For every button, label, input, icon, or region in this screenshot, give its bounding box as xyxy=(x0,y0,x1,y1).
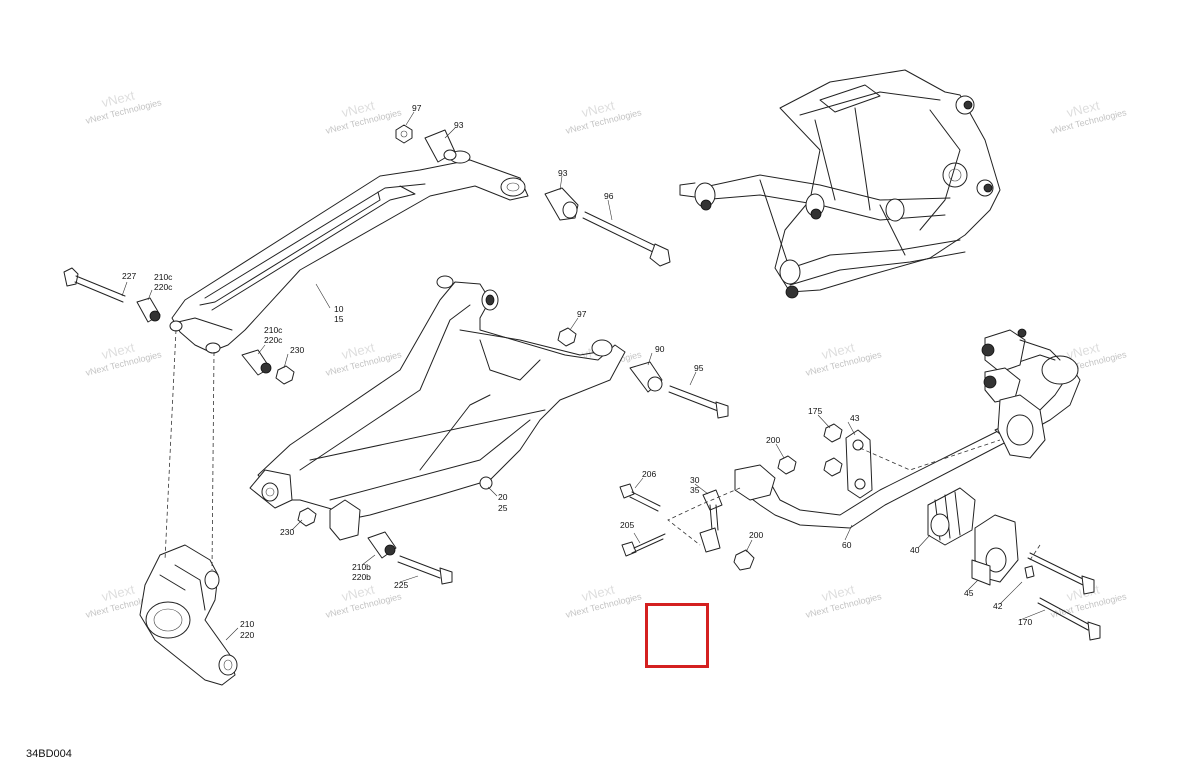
part-label-230: 230 xyxy=(280,527,294,537)
leader-lines xyxy=(121,111,1046,641)
part-label-90: 90 xyxy=(655,344,665,354)
part-label-220c: 220c xyxy=(264,335,283,345)
part-label-200: 200 xyxy=(749,530,763,540)
part-label-210c: 210c xyxy=(154,272,173,282)
part-labels: 97 93 93 96 227 210c 220c 10 15 210c 220… xyxy=(122,103,1032,640)
diagram-code: 34BD004 xyxy=(26,748,72,760)
part-label-96: 96 xyxy=(604,191,614,201)
part-label-225: 225 xyxy=(394,580,408,590)
sway-bar-bracket-assembly xyxy=(981,328,1061,459)
part-label-200: 200 xyxy=(766,435,780,445)
part-label-45: 45 xyxy=(964,588,974,598)
lower-a-arm xyxy=(249,275,626,541)
part-label-93: 93 xyxy=(454,120,464,130)
part-label-220c: 220c xyxy=(154,282,173,292)
part-label-60: 60 xyxy=(842,540,852,550)
part-label-43: 43 xyxy=(850,413,860,423)
part-label-175: 175 xyxy=(808,406,822,416)
highlight-box xyxy=(645,603,709,668)
part-label-35: 35 xyxy=(690,485,700,495)
part-label-210b: 210b xyxy=(352,562,371,572)
part-label-220: 220 xyxy=(240,630,254,640)
fasteners xyxy=(63,124,1101,641)
assembled-suspension-view xyxy=(679,69,1001,299)
part-label-227: 227 xyxy=(122,271,136,281)
part-label-230: 230 xyxy=(290,345,304,355)
part-label-10: 10 xyxy=(334,304,344,314)
part-label-25: 25 xyxy=(498,503,508,513)
assembly-lines xyxy=(164,329,1041,571)
part-label-170: 170 xyxy=(1018,617,1032,627)
part-label-40: 40 xyxy=(910,545,920,555)
part-label-97: 97 xyxy=(577,309,587,319)
sway-bar-bushing xyxy=(927,487,976,546)
sway-bar-clamp xyxy=(971,514,1019,586)
part-label-210: 210 xyxy=(240,619,254,629)
part-label-93: 93 xyxy=(558,168,568,178)
part-label-42: 42 xyxy=(993,601,1003,611)
part-label-210c: 210c xyxy=(264,325,283,335)
part-label-97: 97 xyxy=(412,103,422,113)
part-label-206: 206 xyxy=(642,469,656,479)
part-label-30: 30 xyxy=(690,475,700,485)
part-label-95: 95 xyxy=(694,363,704,373)
knuckle xyxy=(139,544,238,686)
part-label-15: 15 xyxy=(334,314,344,324)
part-label-20: 20 xyxy=(498,492,508,502)
part-label-205: 205 xyxy=(620,520,634,530)
link-plate xyxy=(845,429,873,499)
part-label-220b: 220b xyxy=(352,572,371,582)
